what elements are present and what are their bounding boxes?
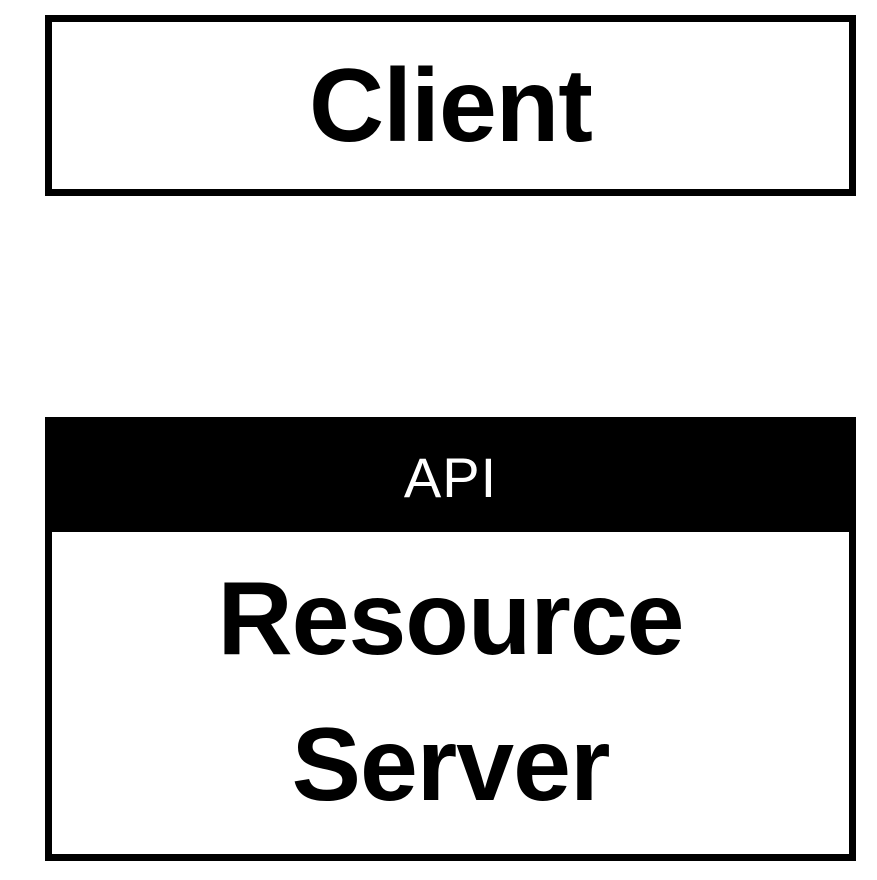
api-label: API bbox=[403, 446, 498, 509]
client-box: Client bbox=[45, 15, 856, 196]
api-bar: API bbox=[52, 424, 849, 532]
client-label: Client bbox=[309, 47, 593, 164]
resource-server-label-line1: Resource bbox=[217, 561, 685, 678]
resource-server-label-line2: Server bbox=[291, 707, 611, 823]
resource-server-body: Resource Server bbox=[52, 532, 849, 854]
resource-server-box: API Resource Server bbox=[45, 417, 856, 861]
